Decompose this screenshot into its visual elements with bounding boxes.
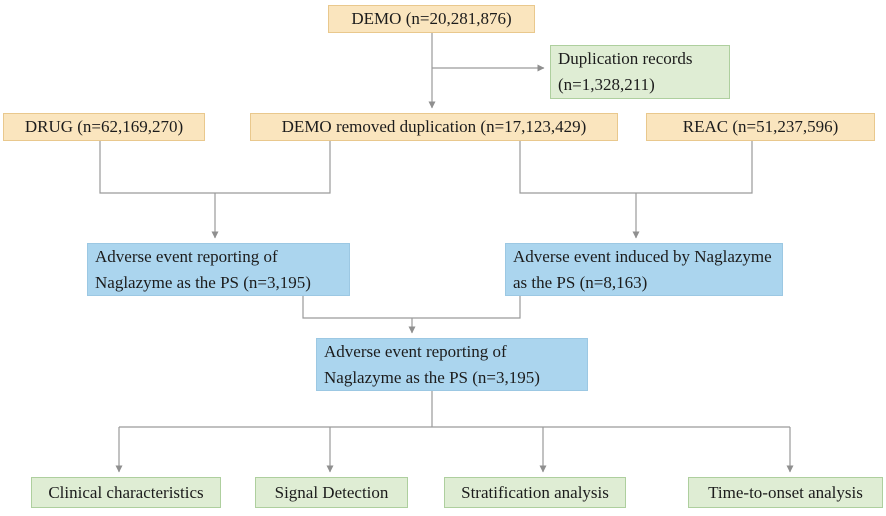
node-clinical-characteristics: Clinical characteristics: [31, 477, 221, 508]
node-demo-total: DEMO (n=20,281,876): [328, 5, 535, 33]
node-adverse-event-induced: Adverse event induced by Naglazyme as th…: [505, 243, 783, 296]
edge-drug-merge: [99, 141, 331, 194]
node-stratification-analysis: Stratification analysis: [444, 477, 626, 508]
edge-blue-merge: [302, 296, 521, 319]
node-adverse-event-final: Adverse event reporting of Naglazyme as …: [316, 338, 588, 391]
node-adverse-event-reporting: Adverse event reporting of Naglazyme as …: [87, 243, 350, 296]
node-drug-file: DRUG (n=62,169,270): [3, 113, 205, 141]
node-reac-file: REAC (n=51,237,596): [646, 113, 875, 141]
node-time-to-onset-analysis: Time-to-onset analysis: [688, 477, 883, 508]
node-signal-detection: Signal Detection: [255, 477, 408, 508]
node-demo-removed-duplication: DEMO removed duplication (n=17,123,429): [250, 113, 618, 141]
node-duplication-records: Duplication records (n=1,328,211): [550, 45, 730, 99]
edge-reac-merge: [519, 141, 753, 194]
